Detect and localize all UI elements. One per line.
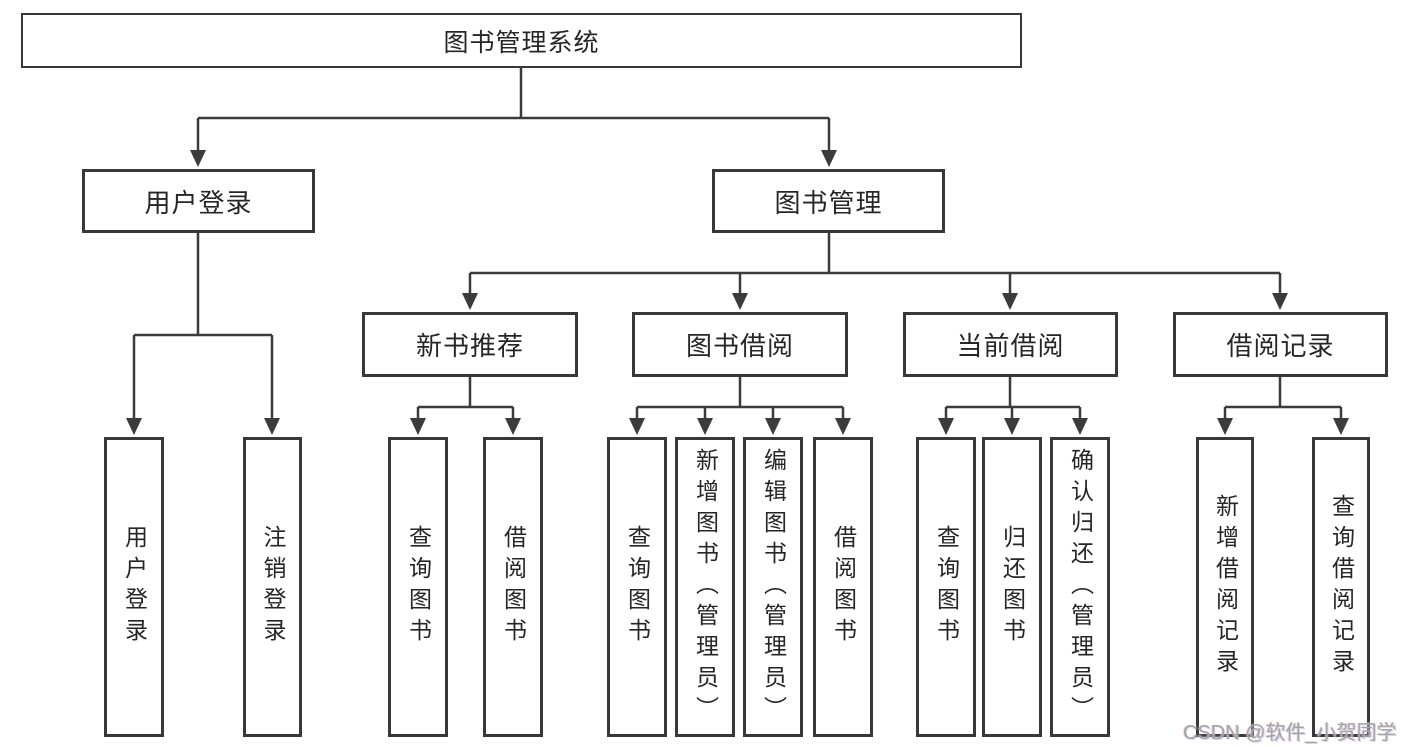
leaf-logout: 注销登录 bbox=[243, 437, 302, 737]
leaf-query-borrow-record: 查询借阅记录 bbox=[1312, 437, 1370, 737]
node-book-borrow-label: 图书借阅 bbox=[685, 331, 794, 361]
leaf-user-login-label: 用户登录 bbox=[121, 525, 148, 649]
csdn-watermark: CSDN @软件_小贺同学 bbox=[1183, 722, 1397, 744]
node-root: 图书管理系统 bbox=[21, 13, 1022, 68]
leaf-edit-book-admin: 编辑图书（管理员） bbox=[743, 437, 803, 737]
leaf-borrow-books-recommend: 借阅图书 bbox=[483, 437, 543, 737]
connector-current-borrow bbox=[944, 377, 1082, 421]
connector-book-management bbox=[468, 233, 1282, 296]
node-new-book-recommend-label: 新书推荐 bbox=[415, 331, 524, 361]
leaf-borrow-books-recommend-label: 借阅图书 bbox=[500, 525, 527, 649]
connector-book-borrow bbox=[635, 377, 845, 421]
arrowheads bbox=[126, 150, 1349, 435]
node-borrow-records: 借阅记录 bbox=[1173, 312, 1388, 377]
leaf-query-borrow-record-label: 查询借阅记录 bbox=[1328, 494, 1355, 680]
leaf-add-borrow-record-label: 新增借阅记录 bbox=[1212, 494, 1239, 680]
leaf-borrow-books: 借阅图书 bbox=[813, 437, 873, 737]
leaf-return-books: 归还图书 bbox=[982, 437, 1042, 737]
node-book-borrow: 图书借阅 bbox=[632, 312, 848, 377]
leaf-borrow-books-label: 借阅图书 bbox=[830, 525, 857, 649]
node-book-management-label: 图书管理 bbox=[774, 187, 883, 218]
leaf-user-login: 用户登录 bbox=[104, 437, 164, 737]
leaf-add-book-admin: 新增图书（管理员） bbox=[675, 437, 735, 737]
node-current-borrow-label: 当前借阅 bbox=[956, 331, 1065, 361]
leaf-confirm-return-admin: 确认归还（管理员） bbox=[1050, 437, 1110, 737]
node-book-management: 图书管理 bbox=[712, 169, 945, 233]
leaf-query-books-borrow: 查询图书 bbox=[607, 437, 667, 737]
leaf-query-books-borrow-label: 查询图书 bbox=[624, 525, 651, 649]
node-current-borrow: 当前借阅 bbox=[903, 312, 1118, 377]
connector-user-login bbox=[132, 233, 274, 421]
leaf-query-books-recommend-label: 查询图书 bbox=[405, 525, 432, 649]
leaf-add-borrow-record: 新增借阅记录 bbox=[1196, 437, 1254, 737]
leaf-edit-book-admin-label: 编辑图书（管理员） bbox=[760, 447, 787, 727]
leaf-query-books-recommend: 查询图书 bbox=[388, 437, 448, 737]
leaf-query-books-current-label: 查询图书 bbox=[933, 525, 960, 649]
node-root-label: 图书管理系统 bbox=[443, 28, 600, 57]
node-user-login-label: 用户登录 bbox=[144, 187, 253, 218]
node-new-book-recommend: 新书推荐 bbox=[362, 312, 578, 377]
leaf-return-books-label: 归还图书 bbox=[999, 525, 1026, 649]
leaf-query-books-current: 查询图书 bbox=[916, 437, 976, 737]
connector-root bbox=[196, 68, 831, 153]
leaf-logout-label: 注销登录 bbox=[260, 525, 286, 649]
connector-new-book-recommend bbox=[416, 377, 515, 421]
connector-borrow-records bbox=[1223, 377, 1343, 421]
node-user-login: 用户登录 bbox=[82, 169, 315, 233]
leaf-add-book-admin-label: 新增图书（管理员） bbox=[692, 447, 719, 727]
node-borrow-records-label: 借阅记录 bbox=[1226, 331, 1335, 361]
leaf-confirm-return-admin-label: 确认归还（管理员） bbox=[1067, 447, 1094, 727]
